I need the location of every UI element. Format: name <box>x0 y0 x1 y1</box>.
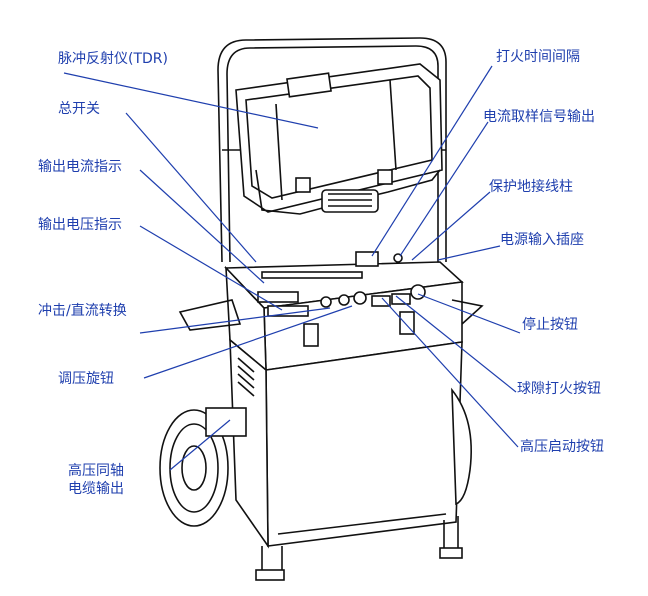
right-wheel <box>451 387 472 506</box>
label-main-switch: 总开关 <box>58 101 100 117</box>
label-hv-coax-output: 高压同轴 电缆输出 <box>68 463 124 497</box>
label-output-current-indicator: 输出电流指示 <box>38 159 122 175</box>
label-ground-terminal: 保护地接线柱 <box>489 179 573 195</box>
label-voltage-knob: 调压旋钮 <box>58 371 114 387</box>
label-output-voltage-indicator: 输出电压指示 <box>38 217 122 233</box>
label-impulse-dc-switch: 冲击/直流转换 <box>38 303 127 319</box>
label-power-socket: 电源输入插座 <box>500 232 584 248</box>
tdr-case <box>235 63 443 215</box>
main-cabinet <box>178 251 484 581</box>
left-wheel <box>159 407 247 527</box>
label-current-sample-output: 电流取样信号输出 <box>483 109 595 125</box>
label-fire-interval: 打火时间间隔 <box>496 49 580 65</box>
leader-lines <box>63 65 521 471</box>
label-tdr: 脉冲反射仪(TDR) <box>58 51 168 67</box>
label-stop-button: 停止按钮 <box>522 317 578 333</box>
label-hv-start-button: 高压启动按钮 <box>520 439 604 455</box>
label-gap-fire-button: 球隙打火按钮 <box>517 381 601 397</box>
